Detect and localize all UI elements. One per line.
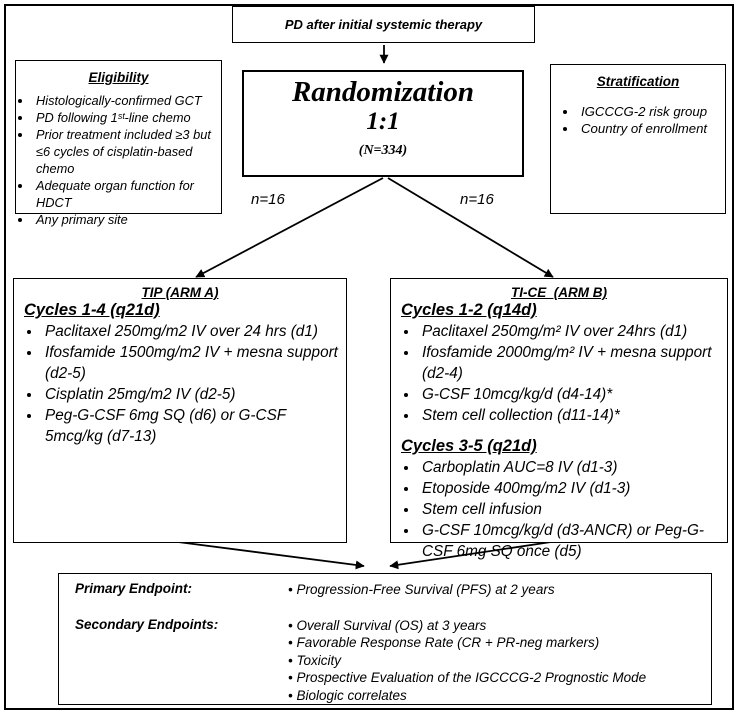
arm-a-title: TIP (ARM A) [141,285,219,300]
bullet-item: Adequate organ function for HDCT [33,177,221,211]
arm-b-box: TI-CE (ARM B) Cycles 1-2 (q14d) Paclitax… [390,278,728,560]
arm-a-drug-list: Paclitaxel 250mg/m2 IV over 24 hrs (d1)I… [14,322,346,448]
stratification-title: Stratification [596,74,680,89]
bullet-item: IGCCCG-2 risk group [578,104,725,121]
arm-b-drug-list-1: Paclitaxel 250mg/m² IV over 24hrs (d1)If… [391,322,727,427]
arm-b-cycles-2-heading: Cycles 3-5 (q21d) [401,436,537,455]
bullet-item: Ifosfamide 2000mg/m² IV + mesna support … [419,343,727,385]
randomization-n: (N=334) [358,143,408,159]
primary-endpoint-list: Progression-Free Survival (PFS) at 2 yea… [288,581,554,599]
bullet-item: Paclitaxel 250mg/m² IV over 24hrs (d1) [419,322,727,343]
arm-a-box: TIP (ARM A) Cycles 1-4 (q21d) Paclitaxel… [13,278,347,543]
bullet-item: Favorable Response Rate (CR + PR-neg mar… [288,634,646,652]
bullet-item: Any primary site [33,211,221,228]
randomization-title: Randomization [291,76,475,108]
pd-after-therapy-label: PD after initial systemic therapy [284,17,483,32]
arm-b-cycles-1-heading: Cycles 1-2 (q14d) [401,301,537,319]
bullet-item: Stem cell collection (d11-14)* [419,406,727,427]
bullet-item: Histologically-confirmed GCT [33,92,221,109]
stratification-list: IGCCCG-2 risk groupCountry of enrollment [551,104,725,138]
endpoints-box: Primary Endpoint: Progression-Free Survi… [58,573,712,705]
secondary-endpoints-label: Secondary Endpoints: [75,616,219,632]
primary-endpoint-label: Primary Endpoint: [75,581,193,596]
secondary-endpoints-row: Secondary Endpoints: Overall Survival (O… [59,617,711,705]
eligibility-list: Histologically-confirmed GCTPD following… [16,92,221,228]
outer-frame [4,4,734,710]
pd-after-therapy-box: PD after initial systemic therapy [232,6,535,43]
stratification-box: Stratification IGCCCG-2 risk groupCountr… [550,64,726,214]
bullet-item: G-CSF 10mcg/kg/d (d3-ANCR) or Peg-G-CSF … [419,521,727,563]
bullet-item: Ifosfamide 1500mg/m2 IV + mesna support … [42,343,346,385]
arm-a-cycles-heading: Cycles 1-4 (q21d) [24,301,160,319]
randomization-ratio: 1:1 [366,108,400,136]
bullet-item: Toxicity [288,652,646,670]
bullet-item: Etoposide 400mg/m2 IV (d1-3) [419,479,727,500]
branch-n-right-label: n=16 [460,191,494,208]
arm-b-title: TI-CE (ARM B) [511,285,607,300]
bullet-item: Overall Survival (OS) at 3 years [288,617,646,635]
arm-b-drug-list-2: Carboplatin AUC=8 IV (d1-3)Etoposide 400… [391,458,727,563]
bullet-item: Prior treatment included ≥3 but ≤6 cycle… [33,126,221,177]
bullet-item: Progression-Free Survival (PFS) at 2 yea… [288,581,554,599]
eligibility-box: Eligibility Histologically-confirmed GCT… [15,60,222,227]
bullet-item: Paclitaxel 250mg/m2 IV over 24 hrs (d1) [42,322,346,343]
bullet-item: Biologic correlates [288,687,646,705]
primary-endpoint-row: Primary Endpoint: Progression-Free Survi… [59,581,711,599]
bullet-item: Carboplatin AUC=8 IV (d1-3) [419,458,727,479]
bullet-item: Country of enrollment [578,121,725,138]
bullet-item: Stem cell infusion [419,500,727,521]
bullet-item: Cisplatin 25mg/m2 IV (d2-5) [42,385,346,406]
bullet-item: PD following 1ˢᵗ-line chemo [33,109,221,126]
bullet-item: Prospective Evaluation of the IGCCCG-2 P… [288,669,646,687]
bullet-item: G-CSF 10mcg/kg/d (d4-14)* [419,385,727,406]
randomization-box: Randomization 1:1 (N=334) [242,70,524,177]
branch-n-left-label: n=16 [251,191,285,208]
secondary-endpoints-list: Overall Survival (OS) at 3 yearsFavorabl… [288,617,646,705]
bullet-item: Peg-G-CSF 6mg SQ (d6) or G-CSF 5mcg/kg (… [42,406,346,448]
eligibility-title: Eligibility [88,70,149,85]
